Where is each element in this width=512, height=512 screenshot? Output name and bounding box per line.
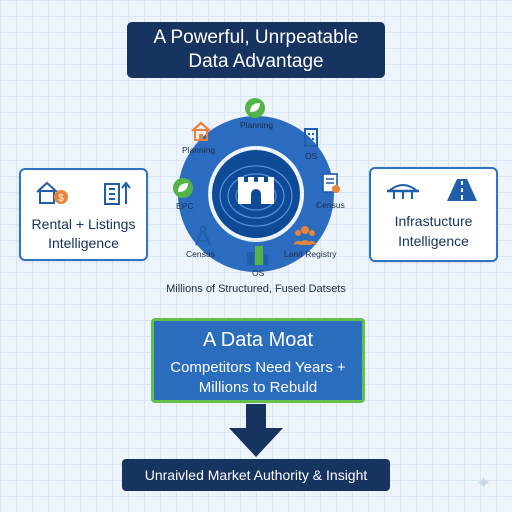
moat-line-2: Millions to Rebuld: [198, 379, 318, 396]
segment-label-planning-top: Planning: [240, 120, 274, 130]
leaf-icon: [245, 98, 265, 118]
house-icon: [191, 121, 211, 141]
segment-label-os-bottom: OS: [252, 268, 265, 278]
down-arrow: [229, 404, 283, 457]
infra-card-line-2: Intelligence: [398, 233, 469, 249]
rental-listings-card: $ Rental + Listings Intelligence: [19, 168, 148, 261]
svg-text:$: $: [58, 193, 64, 204]
title-line-2: Data Advantage: [188, 51, 324, 72]
city-buildings-icon: [247, 246, 268, 265]
data-hub: [177, 116, 334, 272]
segment-label-census-left: Census: [186, 249, 215, 259]
infrastructure-card: Infrastucture Intelligence: [369, 167, 498, 262]
moat-line-1: Competitors Need Years +: [170, 359, 346, 376]
bridge-icon: [387, 184, 419, 199]
castle-icon: [238, 177, 274, 204]
road-icon: [447, 179, 477, 201]
sparkle-icon: ✦: [476, 473, 492, 493]
segment-label-census-right: Census: [316, 200, 345, 210]
data-moat-box: A Data Moat Competitors Need Years + Mil…: [151, 318, 365, 403]
rental-card-line-2: Intelligence: [48, 235, 119, 251]
building-growth-icon: [104, 181, 131, 205]
people-icon: [293, 226, 317, 245]
hub-caption: Millions of Structured, Fused Datsets: [166, 283, 346, 295]
title-banner: A Powerful, Unrpeatable Data Advantage: [127, 22, 385, 78]
hub-outer-ring: [177, 116, 334, 272]
segment-label-land-registry: Land Registry: [284, 249, 337, 259]
segment-label-os-top: OS: [305, 151, 318, 161]
segment-label-epc: EPC: [176, 201, 194, 211]
segment-label-planning-left: Planning: [182, 145, 216, 155]
rental-card-line-1: Rental + Listings: [31, 216, 136, 232]
compass-icon: [195, 225, 211, 246]
bottom-banner: Unraivled Market Authority & Insight: [122, 459, 390, 491]
house-dollar-icon: $: [36, 181, 68, 204]
certificate-icon: [322, 173, 340, 193]
office-building-icon: [304, 128, 318, 147]
infra-card-line-1: Infrastucture: [394, 213, 473, 229]
leaf-icon: [173, 178, 193, 198]
title-line-1: A Powerful, Unrpeatable: [153, 27, 359, 48]
moat-heading: A Data Moat: [202, 329, 314, 351]
